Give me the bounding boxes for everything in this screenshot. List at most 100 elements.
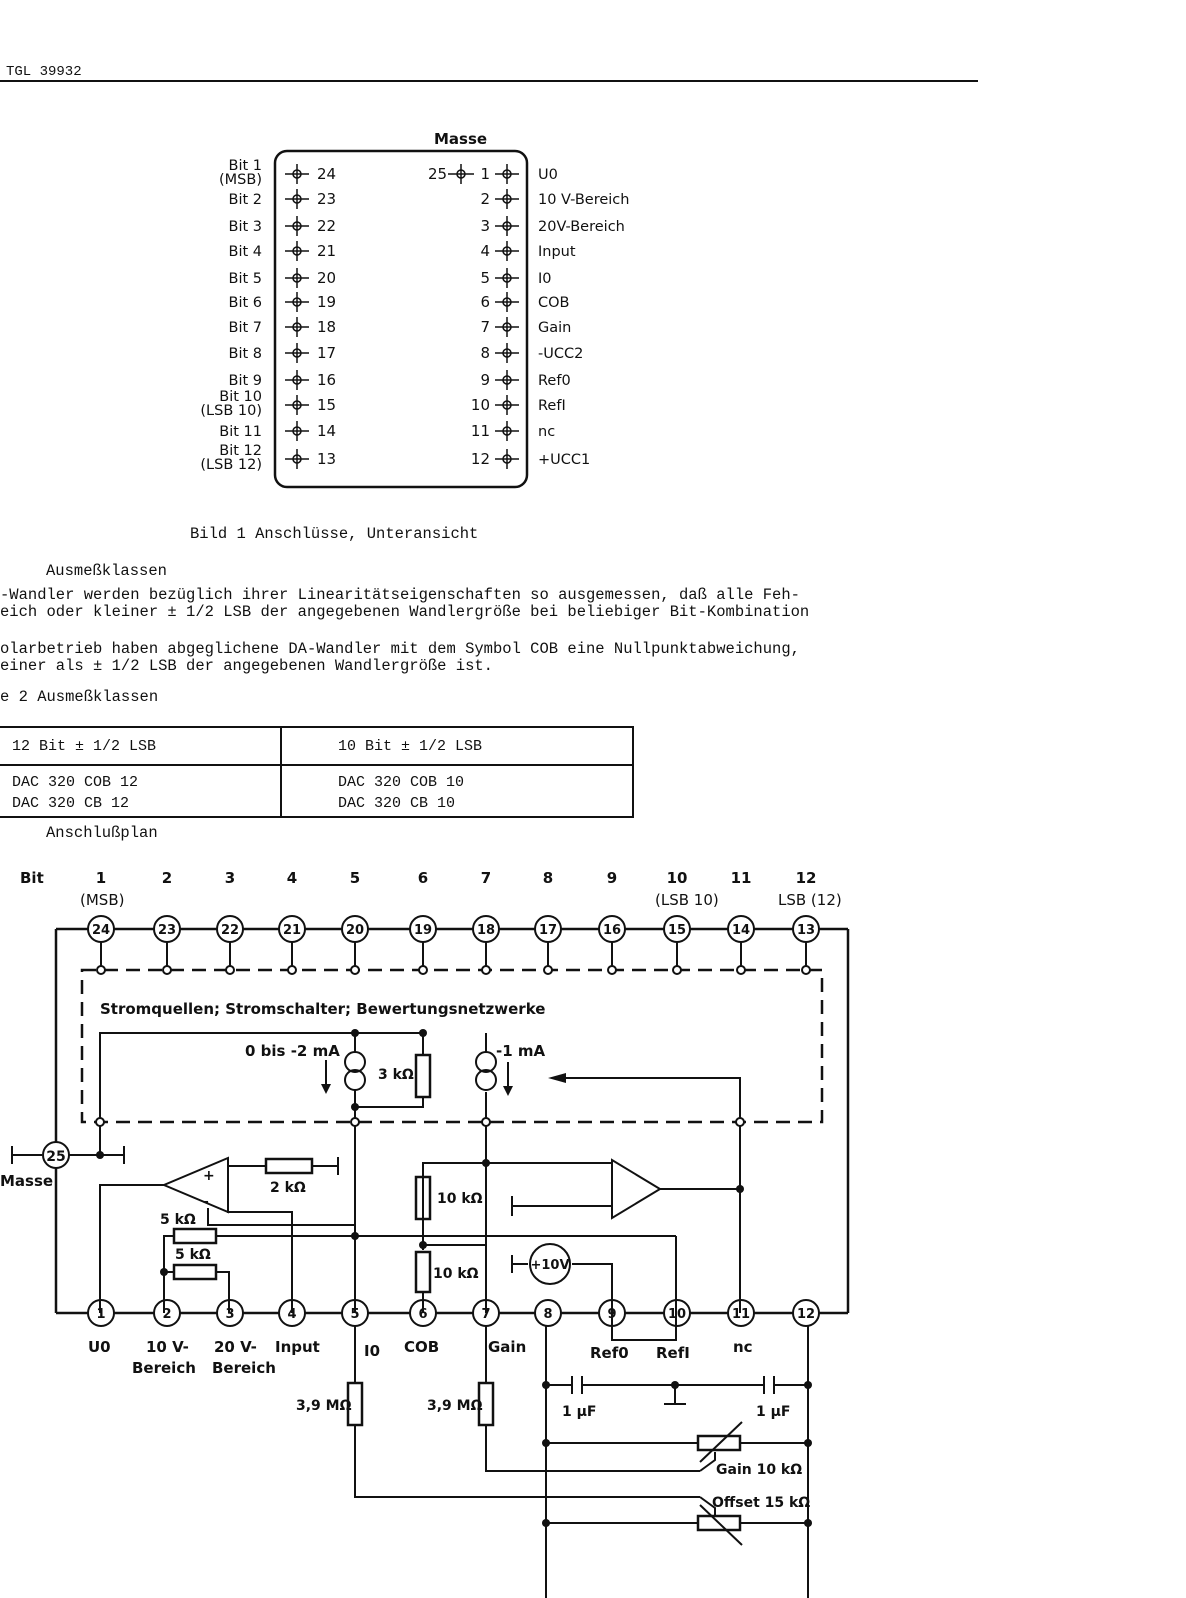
left-pin-label: Bit 2 — [229, 192, 263, 208]
left-pin-label: Bit 1 — [229, 158, 263, 174]
top-pin-number: 18 — [477, 923, 495, 938]
r-3k-label: 3 kΩ — [378, 1067, 414, 1083]
vref-label: +10V — [530, 1258, 569, 1273]
right-pin-number: 7 — [480, 318, 490, 336]
left-pin-sublabel: (LSB 10) — [200, 403, 262, 419]
vref-source — [511, 1243, 613, 1313]
left-pin-sublabel: (MSB) — [219, 172, 262, 188]
masse-pin-25: 25 — [46, 1149, 65, 1165]
src1-label: 0 bis -2 mA — [245, 1042, 340, 1060]
left-pin-label: Bit 10 — [219, 389, 262, 405]
right-pin-label: +UCC1 — [538, 452, 590, 468]
svg-text:10 V-: 10 V- — [146, 1338, 189, 1356]
r-5k-b-label: 5 kΩ — [175, 1247, 211, 1263]
left-pin-number: 17 — [317, 344, 336, 362]
top-pin-number: 13 — [797, 923, 815, 938]
r-10k-b-label: 10 kΩ — [433, 1266, 479, 1282]
bit-number: 7 — [481, 869, 491, 887]
left-pin-number: 16 — [317, 371, 336, 389]
bottom-pin-number: 12 — [797, 1307, 815, 1322]
svg-text:25: 25 — [428, 165, 447, 183]
masse-label: Masse — [434, 130, 487, 148]
bit-number: 3 — [225, 869, 235, 887]
resistor-5k-b — [172, 1263, 218, 1281]
right-pin-label: -UCC2 — [538, 346, 583, 362]
bit-number: 1 — [96, 869, 106, 887]
r-5k-a-label: 5 kΩ — [160, 1212, 196, 1228]
block-stub-node — [672, 965, 682, 975]
left-pin-label: Bit 5 — [229, 271, 263, 287]
right-pin-label: I0 — [538, 271, 552, 287]
cap-b-label: 1 µF — [756, 1404, 790, 1420]
block-input-stubs — [96, 942, 811, 975]
left-pin-label: Bit 12 — [219, 443, 262, 459]
r-39-a-label: 3,9 MΩ — [296, 1398, 352, 1414]
right-pin-number: 9 — [480, 371, 490, 389]
block-stub-node — [162, 965, 172, 975]
table-cell-value: DAC 320 COB 12 — [12, 774, 139, 791]
package-outline — [273, 149, 529, 489]
left-pin-number: 22 — [317, 217, 336, 235]
left-pin-number: 21 — [317, 242, 336, 260]
left-pin-number: 20 — [317, 269, 336, 287]
table-header-10bit: 10 Bit ± 1/2 LSB — [280, 726, 634, 766]
bit-row-label: Bit — [20, 869, 44, 887]
gain-network — [422, 1158, 740, 1313]
r-39-b-label: 3,9 MΩ — [427, 1398, 483, 1414]
block-stub-node — [543, 965, 553, 975]
lsb10-label: (LSB 10) — [655, 891, 719, 909]
bit-number: 2 — [162, 869, 172, 887]
bottom-pin-number: 4 — [287, 1307, 296, 1322]
right-pin-label: Gain — [538, 320, 571, 336]
msb-label: (MSB) — [80, 891, 124, 909]
block-stub-node — [736, 965, 746, 975]
bottom-pin-number: 2 — [162, 1307, 171, 1322]
right-pin-label: RefI — [538, 398, 566, 414]
svg-text:Bereich: Bereich — [212, 1359, 276, 1377]
left-pin-number: 19 — [317, 293, 336, 311]
table-header-12bit: 12 Bit ± 1/2 LSB — [0, 726, 282, 766]
para2-line1: olarbetrieb haben abgeglichene DA-Wandle… — [0, 640, 800, 658]
svg-text:nc: nc — [733, 1338, 753, 1356]
lsb12-label: LSB (12) — [778, 891, 842, 909]
left-pin-label: Bit 11 — [219, 424, 262, 440]
bottom-pin-number: 8 — [543, 1307, 552, 1322]
top-pin-number: 23 — [158, 923, 176, 938]
opamp-output — [99, 1156, 355, 1313]
left-pin-number: 13 — [317, 450, 336, 468]
resistor-3-9M-b — [477, 1381, 495, 1427]
table-header-row: 12 Bit ± 1/2 LSB 10 Bit ± 1/2 LSB — [0, 726, 634, 766]
right-pin-number: 1 — [480, 165, 490, 183]
left-pin-label: Bit 7 — [229, 320, 263, 336]
bottom-pin-number: 11 — [732, 1307, 750, 1322]
right-pin-number: 6 — [480, 293, 490, 311]
svg-text:-: - — [203, 1194, 209, 1210]
right-pin-number: 12 — [471, 450, 490, 468]
block-stub-node — [225, 965, 235, 975]
top-pin-number: 21 — [283, 923, 301, 938]
block-stub-node — [607, 965, 617, 975]
bit-number: 10 — [667, 869, 688, 887]
right-pin-number: 5 — [480, 269, 490, 287]
left-pin-number: 24 — [317, 165, 336, 183]
block-stub-node — [287, 965, 297, 975]
internal-wiring — [99, 1032, 741, 1122]
right-pin-label: nc — [538, 424, 555, 440]
top-pin-number: 15 — [668, 923, 686, 938]
figure1-caption: Bild 1 Anschlüsse, Unteransicht — [190, 525, 479, 543]
left-pin-number: 23 — [317, 190, 336, 208]
bit-number: 5 — [350, 869, 360, 887]
section-heading-anschluss: Anschlußplan — [46, 824, 158, 842]
current-source-block — [80, 968, 824, 1124]
block-stub-node — [481, 965, 491, 975]
right-pin-label: Ref0 — [538, 373, 571, 389]
table-ausmessklassen: 12 Bit ± 1/2 LSB 10 Bit ± 1/2 LSB DAC 32… — [0, 726, 634, 818]
section-heading-ausmess: Ausmeßklassen — [46, 562, 167, 580]
bottom-pin-number: 3 — [225, 1307, 234, 1322]
pot-gain-label: Gain 10 kΩ — [716, 1462, 802, 1478]
table-cell-value: DAC 320 CB 10 — [338, 795, 456, 812]
svg-text:U0: U0 — [88, 1338, 111, 1356]
